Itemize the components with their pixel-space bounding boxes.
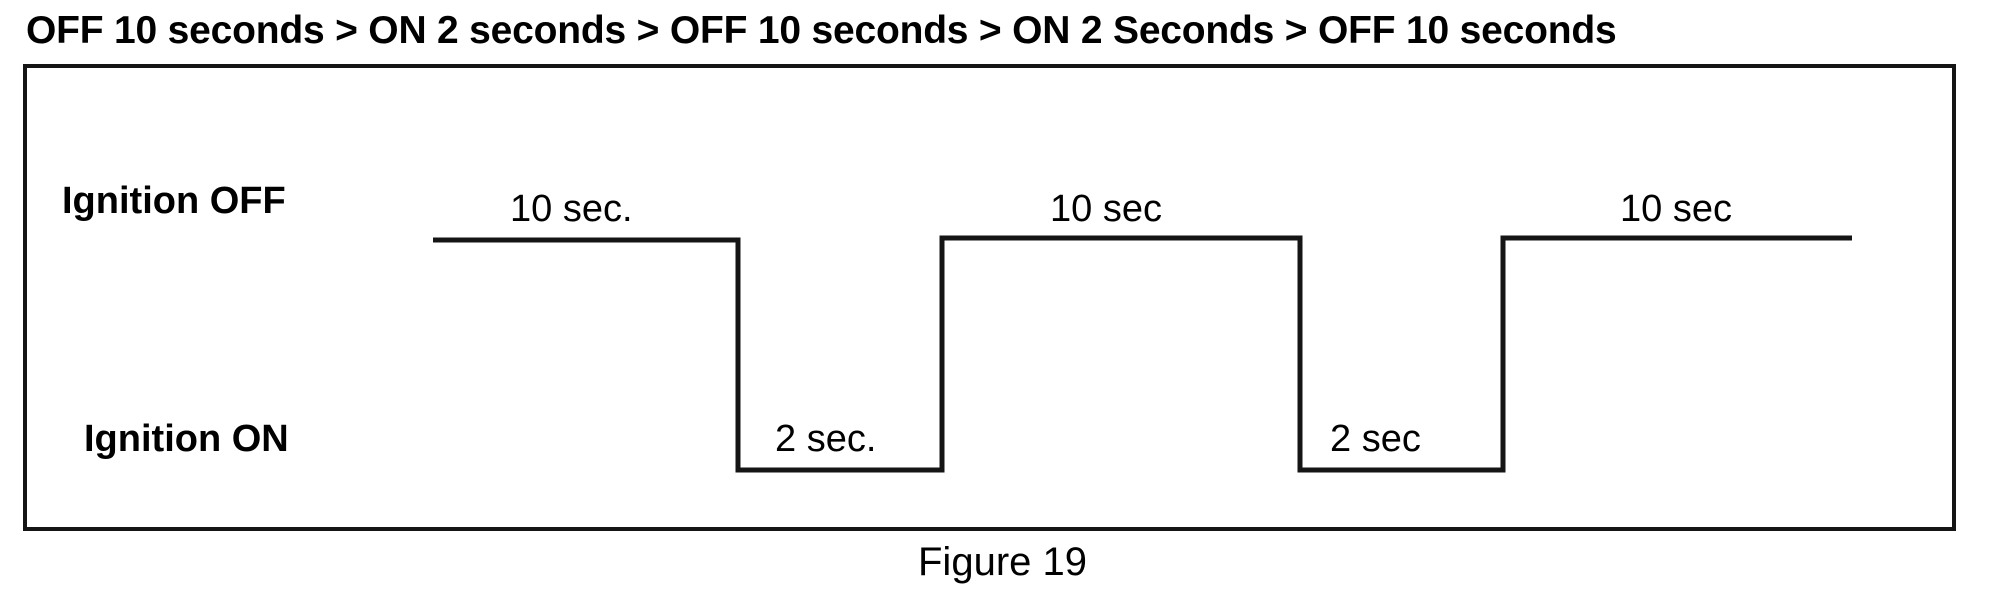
duration-label-on-1: 2 sec. (775, 418, 877, 460)
figure-frame (23, 64, 1956, 531)
duration-label-off-3: 10 sec (1620, 188, 1732, 230)
figure-title: OFF 10 seconds > ON 2 seconds > OFF 10 s… (26, 9, 1617, 52)
duration-label-off-2: 10 sec (1050, 188, 1162, 230)
ignition-off-label: Ignition OFF (62, 180, 286, 222)
duration-label-on-2: 2 sec (1330, 418, 1421, 460)
figure-caption: Figure 19 (918, 540, 1087, 584)
ignition-on-label: Ignition ON (84, 418, 289, 460)
duration-label-off-1: 10 sec. (510, 188, 633, 230)
